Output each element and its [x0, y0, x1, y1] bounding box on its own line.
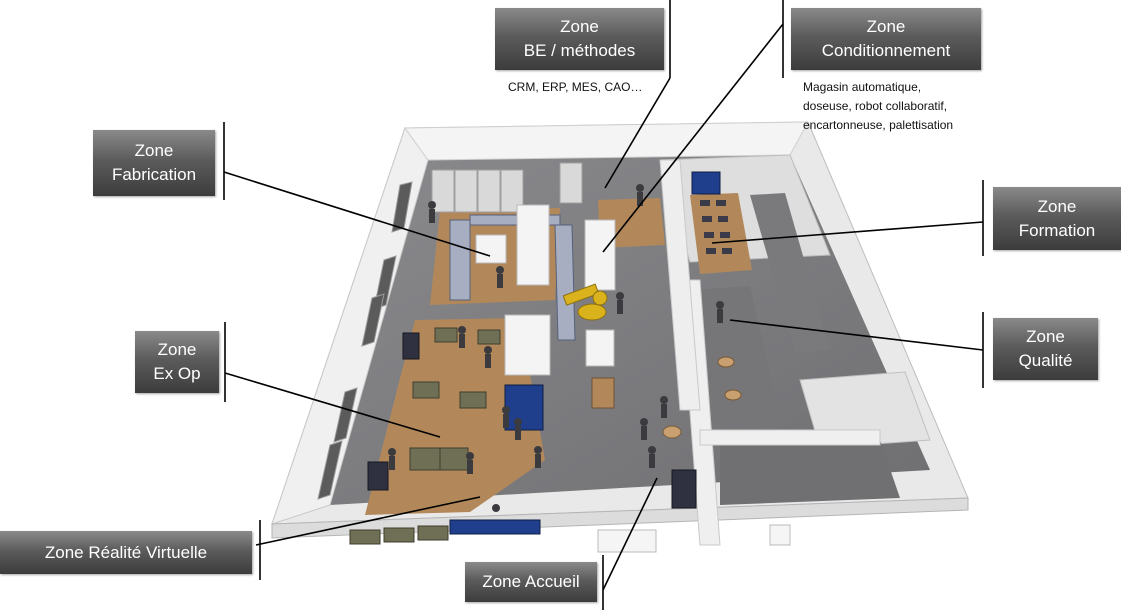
zone-be-methodes-note: CRM, ERP, MES, CAO…	[508, 80, 643, 94]
zone-fabrication-line1: Zone	[134, 141, 174, 160]
blue-screens	[449, 384, 544, 535]
storage-cabinets	[431, 162, 583, 213]
zone-accueil-line1: Zone Accueil	[482, 572, 580, 591]
back-wall	[404, 121, 809, 161]
zone-be-methodes-label: Zone BE / méthodes	[495, 8, 664, 70]
zone-ex-op-line2: Ex Op	[153, 364, 201, 383]
dark-cabinets	[367, 332, 697, 509]
zone-conditionnement-note: Magasin automatique, doseuse, robot coll…	[803, 78, 953, 135]
zone-conditionnement-note-line-2: doseuse, robot collaboratif,	[803, 99, 948, 113]
zone-formation-line2: Formation	[1018, 220, 1096, 240]
zone-conditionnement-line1: Zone	[866, 17, 906, 36]
zone-fabrication-line2: Fabrication	[111, 165, 197, 184]
vr-area-furniture	[349, 525, 449, 545]
zone-ex-op-line1: Zone	[157, 340, 197, 359]
connector-lines	[223, 0, 984, 610]
zone-qualite-line2: Qualité	[1018, 351, 1073, 370]
left-wall-windows	[317, 181, 413, 500]
zone-be-methodes-line2: BE / méthodes	[523, 41, 636, 60]
pallet	[591, 377, 615, 409]
zone-qualite-line1: Zone	[1026, 327, 1065, 346]
ex-op-tables	[409, 327, 501, 471]
zone-fabrication-label: Zone Fabrication	[93, 130, 215, 196]
people	[388, 184, 724, 512]
machines	[475, 204, 616, 376]
zone-conditionnement-note-line-1: Magasin automatique,	[803, 80, 922, 94]
zone-realite-virtuelle-line1: Zone Réalité Virtuelle	[44, 542, 208, 562]
formation-desks	[700, 200, 732, 254]
entrance-doors	[597, 524, 791, 553]
zone-realite-virtuelle-label: Zone Réalité Virtuelle	[0, 531, 252, 574]
zone-ex-op-label: Zone Ex Op	[135, 331, 219, 393]
zone-formation-label: Zone Formation	[993, 187, 1121, 250]
formation-screen	[691, 171, 721, 195]
zone-conditionnement-label: Zone Conditionnement	[791, 8, 981, 70]
round-tables	[662, 356, 742, 439]
zone-formation-line1: Zone	[1037, 196, 1077, 216]
collaborative-robot	[562, 283, 608, 321]
zone-conditionnement-note-line-3: encartonneuse, palettisation	[803, 118, 954, 132]
zone-qualite-label: Zone Qualité	[993, 318, 1098, 380]
zone-conditionnement-line2: Conditionnement	[821, 41, 951, 60]
zone-be-methodes-line1: Zone	[560, 17, 599, 36]
zone-accueil-label: Zone Accueil	[465, 562, 597, 602]
